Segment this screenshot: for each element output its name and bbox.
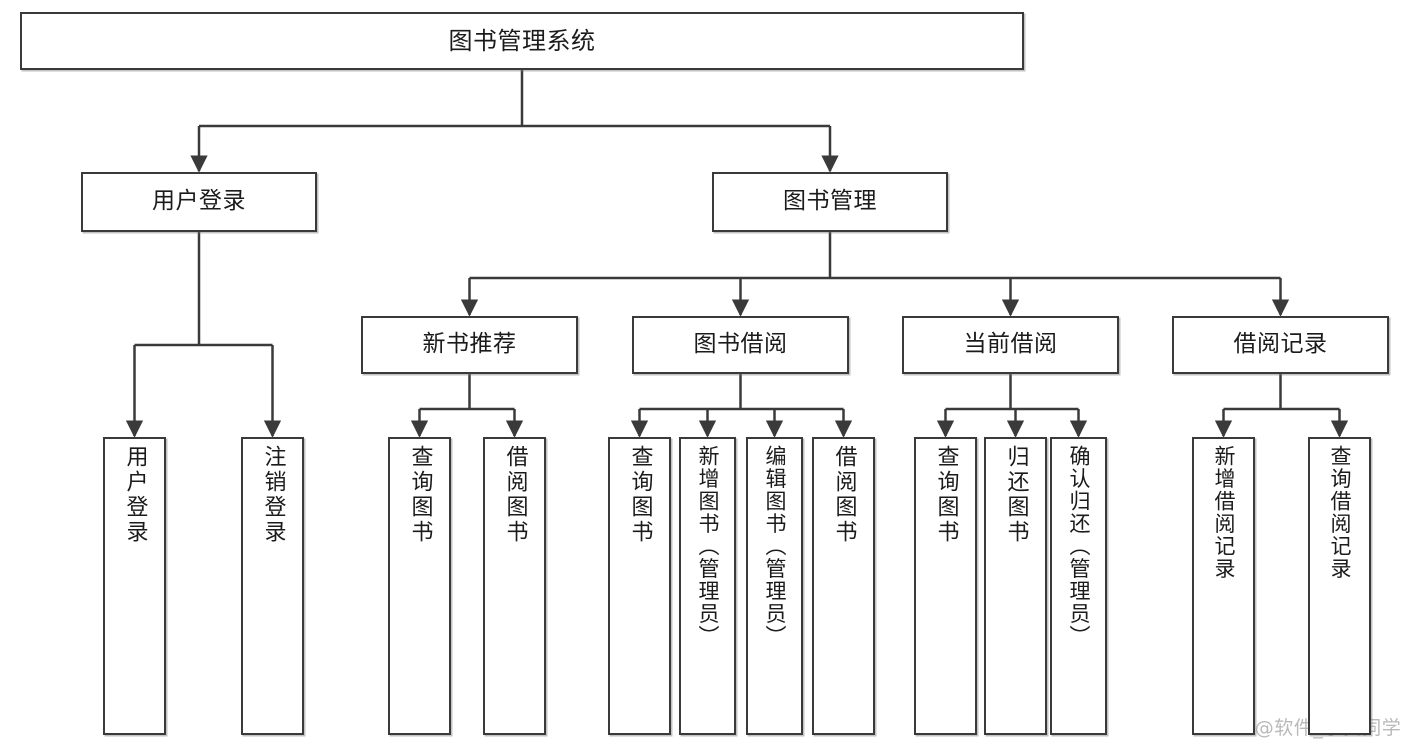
node-label: 查询图书 xyxy=(933,445,959,545)
node-leaf-borrow-2[interactable]: 新增图书（管理员） xyxy=(679,437,736,735)
node-label: 归还图书 xyxy=(1003,445,1029,545)
node-leaf-cur-3[interactable]: 确认归还（管理员） xyxy=(1050,437,1107,735)
node-label: 新增图书（管理员） xyxy=(696,445,720,648)
node-label: 用户登录 xyxy=(122,445,148,545)
node-leaf-cur-1[interactable]: 查询图书 xyxy=(914,437,977,735)
node-leaf-rec-2[interactable]: 查询借阅记录 xyxy=(1308,437,1371,735)
node-leaf-new-2[interactable]: 借阅图书 xyxy=(483,437,546,735)
node-leaf-login-2[interactable]: 注销登录 xyxy=(241,437,304,735)
node-label: 当前借阅 xyxy=(963,331,1058,358)
node-label: 借阅记录 xyxy=(1233,331,1328,358)
node-label: 新增借阅记录 xyxy=(1212,445,1236,580)
node-label: 确认归还（管理员） xyxy=(1067,445,1091,648)
node-label: 查询图书 xyxy=(407,445,433,545)
node-leaf-cur-2[interactable]: 归还图书 xyxy=(984,437,1047,735)
node-login[interactable]: 用户登录 xyxy=(81,172,317,232)
node-label: 图书管理系统 xyxy=(448,26,596,55)
node-label: 查询图书 xyxy=(627,445,653,545)
node-newbook[interactable]: 新书推荐 xyxy=(361,316,578,374)
node-leaf-rec-1[interactable]: 新增借阅记录 xyxy=(1192,437,1255,735)
node-label: 图书借阅 xyxy=(693,331,788,358)
node-borrow[interactable]: 图书借阅 xyxy=(632,316,849,374)
node-label: 查询借阅记录 xyxy=(1328,445,1352,580)
node-leaf-new-1[interactable]: 查询图书 xyxy=(388,437,451,735)
node-label: 用户登录 xyxy=(152,188,246,215)
node-label: 借阅图书 xyxy=(831,445,857,545)
node-leaf-borrow-1[interactable]: 查询图书 xyxy=(608,437,671,735)
node-leaf-borrow-3[interactable]: 编辑图书（管理员） xyxy=(746,437,803,735)
node-label: 注销登录 xyxy=(260,445,286,545)
node-root[interactable]: 图书管理系统 xyxy=(20,12,1024,70)
node-label: 新书推荐 xyxy=(422,331,517,358)
node-records[interactable]: 借阅记录 xyxy=(1172,316,1389,374)
node-label: 图书管理 xyxy=(783,188,877,215)
node-bookmgmt[interactable]: 图书管理 xyxy=(712,172,948,232)
node-label: 借阅图书 xyxy=(502,445,528,545)
node-label: 编辑图书（管理员） xyxy=(763,445,787,648)
node-current[interactable]: 当前借阅 xyxy=(902,316,1119,374)
node-leaf-borrow-4[interactable]: 借阅图书 xyxy=(812,437,875,735)
node-leaf-login-1[interactable]: 用户登录 xyxy=(103,437,166,735)
